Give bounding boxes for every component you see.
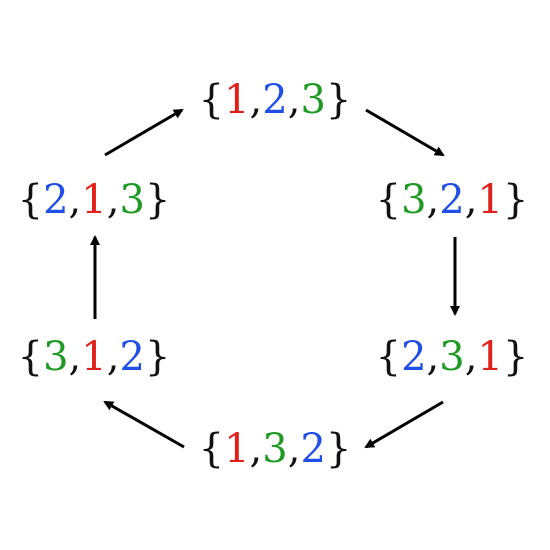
comma-separator: , (427, 177, 440, 223)
cycle-arrows (90, 108, 460, 449)
digit-3: 3 (43, 334, 68, 380)
digit-1: 1 (81, 334, 106, 380)
comma-separator: , (465, 334, 478, 380)
comma-separator: , (465, 177, 478, 223)
node-bottom: {1,3,2} (199, 426, 352, 472)
arrow-bottom-to-lower-left (103, 400, 185, 449)
close-brace: } (503, 177, 528, 223)
comma-separator: , (250, 77, 263, 123)
open-brace: { (18, 334, 43, 380)
comma-separator: , (427, 334, 440, 380)
node-lower-left: {3,1,2} (18, 334, 171, 380)
open-brace: { (376, 334, 401, 380)
digit-3: 3 (401, 177, 426, 223)
open-brace: { (199, 77, 224, 123)
digit-2: 2 (300, 426, 325, 472)
close-brace: } (145, 334, 170, 380)
node-top: {1,2,3} (199, 77, 352, 123)
digit-3: 3 (300, 77, 325, 123)
comma-separator: , (250, 426, 263, 472)
open-brace: { (199, 426, 224, 472)
digit-1: 1 (224, 426, 249, 472)
close-brace: } (145, 177, 170, 223)
comma-separator: , (288, 77, 301, 123)
node-upper-right: {3,2,1} (376, 177, 529, 223)
comma-separator: , (69, 334, 82, 380)
digit-3: 3 (262, 426, 287, 472)
open-brace: { (18, 177, 43, 223)
digit-3: 3 (119, 177, 144, 223)
comma-separator: , (288, 426, 301, 472)
digit-2: 2 (262, 77, 287, 123)
digit-2: 2 (439, 177, 464, 223)
node-lower-right: {2,3,1} (376, 334, 529, 380)
close-brace: } (503, 334, 528, 380)
digit-1: 1 (224, 77, 249, 123)
comma-separator: , (107, 334, 120, 380)
close-brace: } (326, 426, 351, 472)
digit-3: 3 (439, 334, 464, 380)
comma-separator: , (107, 177, 120, 223)
digit-2: 2 (401, 334, 426, 380)
digit-1: 1 (477, 334, 502, 380)
node-upper-left: {2,1,3} (18, 177, 171, 223)
close-brace: } (326, 77, 351, 123)
arrow-top-to-upper-right (365, 108, 445, 157)
digit-1: 1 (81, 177, 106, 223)
permutation-nodes: {1,2,3}{3,2,1}{2,3,1}{1,3,2}{3,1,2}{2,1,… (18, 77, 529, 472)
open-brace: { (376, 177, 401, 223)
arrow-lower-right-to-bottom (364, 400, 444, 449)
digit-2: 2 (43, 177, 68, 223)
digit-1: 1 (477, 177, 502, 223)
arrow-upper-left-to-top (104, 108, 184, 157)
digit-2: 2 (119, 334, 144, 380)
comma-separator: , (69, 177, 82, 223)
